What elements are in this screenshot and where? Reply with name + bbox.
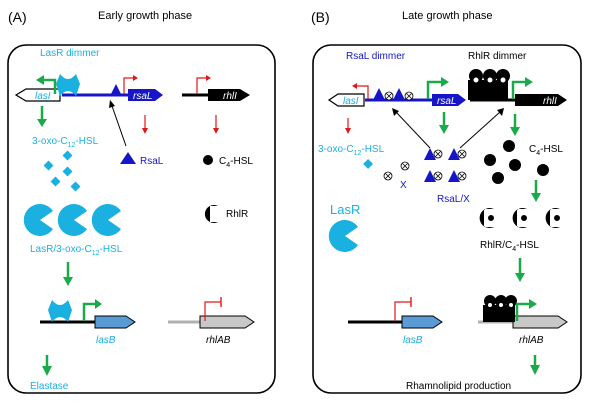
rsaL-promoter-arrow	[123, 77, 134, 94]
lasr-dimmer-label: LasR dimmer	[40, 48, 100, 59]
panel-a-frame	[7, 44, 276, 394]
rhlr-dimmer-b	[468, 69, 510, 100]
lasI-gene-arrow	[14, 88, 61, 102]
oxo-hsl-molecules-a	[43, 150, 81, 192]
lasI-gene-label: lasI	[35, 91, 51, 102]
lasB-gene-arrow-a	[94, 315, 136, 329]
rhlr-protein-a	[204, 205, 218, 223]
rsal-binding-arrow	[111, 105, 127, 147]
rsal-bound-triangle	[110, 84, 122, 96]
oxo-hsl-molecule-b	[363, 158, 374, 169]
rsal-protein-triangle	[120, 152, 136, 164]
panel-a-title: Early growth phase	[98, 10, 192, 22]
lasB-promoter-arrow	[82, 302, 96, 321]
lasB-label-a: lasB	[96, 335, 116, 346]
rhlAB-gene-arrow-a	[199, 315, 255, 329]
rhlI-promoter-arrow-b	[511, 80, 526, 99]
lasB-gene-arrow-b	[401, 315, 443, 329]
panel-b-title: Late growth phase	[402, 10, 493, 22]
rsaL-gene-arrow	[128, 89, 163, 101]
panel-b-frame	[312, 44, 582, 394]
rhlAB-label-b: rhlAB	[519, 335, 544, 346]
rsaL-promoter-arrow-b	[426, 80, 442, 99]
x-label: X	[400, 180, 407, 191]
rsalx-complexes	[424, 148, 467, 182]
rhlAB-label-a: rhlAB	[206, 335, 231, 346]
rhlr-dimer-bound	[483, 295, 517, 322]
rhlI-gene-arrow-b	[515, 94, 567, 106]
rhamnolipid-label: Rhamnolipid production	[406, 381, 511, 392]
rhlI-gene-arrow-a	[208, 89, 250, 101]
rsalx-label: RsaL/X	[437, 194, 470, 205]
rhlAB-promoter-blocked	[204, 301, 221, 321]
lasr-dimmer-shape	[56, 74, 80, 96]
c4hsl-label-a: C4-HSL	[219, 156, 253, 169]
lasr-dimmer-bound	[48, 300, 72, 322]
elastase-label: Elastase	[30, 381, 69, 392]
lasI-gene-arrow-b	[327, 93, 365, 107]
c4hsl-molecule-a	[203, 155, 213, 165]
rhlr-label-a: RhlR	[226, 209, 248, 220]
lasI-gene-label-b: lasI	[343, 96, 359, 107]
lasI-promoter-arrow	[42, 78, 57, 94]
panel-b-label: (B)	[311, 9, 330, 25]
rhlr-dimmer-label: RhlR dimmer	[468, 51, 527, 62]
oxo-hsl-label-b: 3-oxo-C12-HSL	[318, 144, 385, 157]
rhlI-gene-label-b: rhlI	[543, 96, 557, 107]
lasB-promoter-blocked	[394, 301, 411, 321]
lasB-label-b: lasB	[403, 335, 423, 346]
panel-a-label: (A)	[8, 9, 27, 25]
oxo-hsl-label-a: 3-oxo-C12-HSL	[32, 136, 99, 149]
lasr-protein-b	[328, 220, 358, 252]
x-molecules	[383, 161, 410, 181]
lasr-complexes-a	[23, 204, 121, 236]
panel-b: (B) Late growth phase RsaL dimmer RhlR d…	[311, 9, 582, 394]
c4hsl-label-b: C4-HSL	[529, 144, 563, 157]
rhlr-c4-label: RhlR/C4-HSL	[480, 240, 539, 253]
panel-a: (A) Early growth phase LasR dimmer lasI …	[7, 9, 276, 394]
rsaL-gene-arrow-b	[432, 94, 466, 106]
rhlr-c4-complexes	[479, 208, 560, 228]
rhlAB-promoter-arrow	[515, 302, 530, 321]
rsaL-gene-label: rsaL	[133, 91, 152, 102]
rhlAB-gene-arrow-b	[512, 315, 568, 329]
rsalx-to-rhlI-arrow	[459, 111, 501, 149]
rsalx-to-lasI-arrow	[395, 111, 431, 149]
rhlI-promoter-arrow-a	[196, 77, 207, 94]
lasI-promoter-arrow-b	[356, 85, 369, 99]
rsal-protein-label: RsaL	[140, 156, 164, 167]
c4hsl-molecules-b	[484, 140, 549, 184]
rsal-dimmer-label: RsaL dimmer	[346, 51, 406, 62]
rhlI-gene-label-a: rhlI	[223, 91, 237, 102]
rsaL-gene-label-b: rsaL	[437, 96, 456, 107]
lasr-complex-label: LasR/3-oxo-C12-HSL	[30, 244, 123, 257]
lasr-label-b: LasR	[330, 202, 360, 217]
rsal-x-bound	[373, 88, 414, 101]
